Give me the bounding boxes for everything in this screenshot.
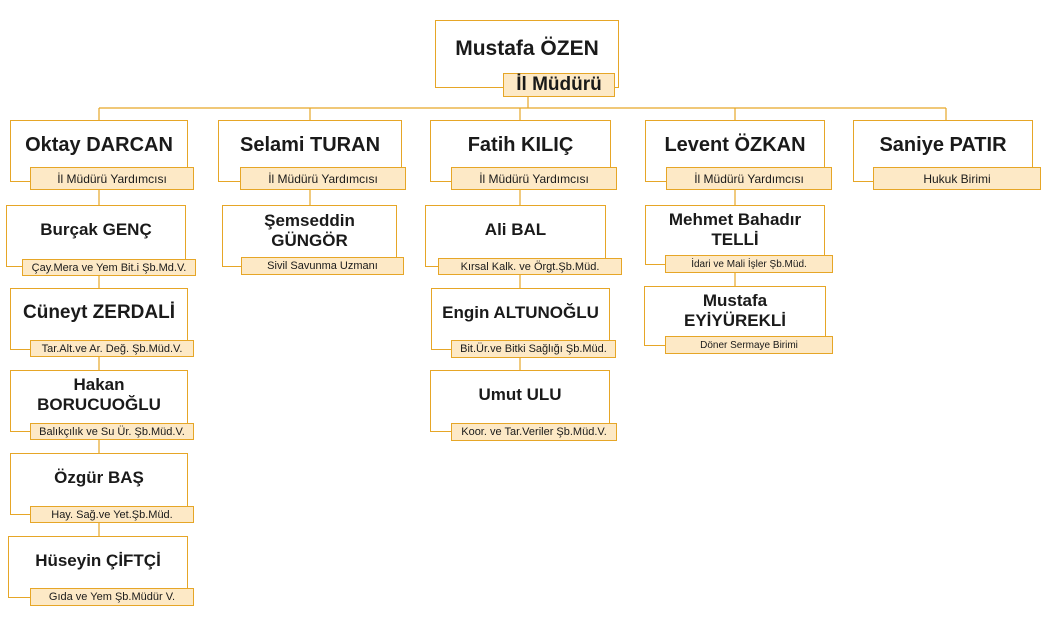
unit-node-1-5: Hüseyin ÇİFTÇİ <box>8 536 188 598</box>
unit-title-1-3: Balıkçılık ve Su Ür. Şb.Müd.V. <box>30 423 194 440</box>
unit-node-2-1: Şemseddin GÜNGÖR <box>222 205 397 267</box>
unit-title-2-1: Sivil Savunma Uzmanı <box>241 257 404 275</box>
deputy-name-2: Selami TURAN <box>239 133 381 156</box>
unit-title-3-1: Kırsal Kalk. ve Örgt.Şb.Müd. <box>438 258 622 275</box>
unit-title-4-1: İdari ve Mali İşler Şb.Müd. <box>665 255 833 273</box>
deputy-name-5: Saniye PATIR <box>879 133 1007 156</box>
unit-title-4-2: Döner Sermaye Birimi <box>665 336 833 354</box>
unit-title-3-2: Bit.Ür.ve Bitki Sağlığı Şb.Müd. <box>451 340 616 358</box>
unit-title-3-3: Koor. ve Tar.Veriler Şb.Müd.V. <box>451 423 617 441</box>
unit-node-3-3: Umut ULU <box>430 370 610 432</box>
deputy-name-4: Levent ÖZKAN <box>664 133 806 156</box>
unit-title-1-4: Hay. Sağ.ve Yet.Şb.Müd. <box>30 506 194 523</box>
unit-node-1-2: Cüneyt ZERDALİ <box>10 288 188 350</box>
deputy-title-1: İl Müdürü Yardımcısı <box>30 167 194 190</box>
unit-node-3-2: Engin ALTUNOĞLU <box>431 288 610 350</box>
deputy-title-5: Hukuk Birimi <box>873 167 1041 190</box>
unit-node-1-4: Özgür BAŞ <box>10 453 188 515</box>
deputy-title-3: İl Müdürü Yardımcısı <box>451 167 617 190</box>
root-name: Mustafa ÖZEN <box>455 36 599 60</box>
unit-node-1-1: Burçak GENÇ <box>6 205 186 267</box>
deputy-title-2: İl Müdürü Yardımcısı <box>240 167 406 190</box>
unit-node-1-3: Hakan BORUCUOĞLU <box>10 370 188 432</box>
deputy-name-1: Oktay DARCAN <box>25 133 173 156</box>
root-title: İl Müdürü <box>503 73 615 97</box>
unit-title-1-1: Çay.Mera ve Yem Bit.i Şb.Md.V. <box>22 259 196 276</box>
unit-title-1-2: Tar.Alt.ve Ar. Değ. Şb.Müd.V. <box>30 340 194 357</box>
unit-title-1-5: Gıda ve Yem Şb.Müdür V. <box>30 588 194 606</box>
deputy-title-4: İl Müdürü Yardımcısı <box>666 167 832 190</box>
deputy-name-3: Fatih KILIÇ <box>467 133 574 156</box>
